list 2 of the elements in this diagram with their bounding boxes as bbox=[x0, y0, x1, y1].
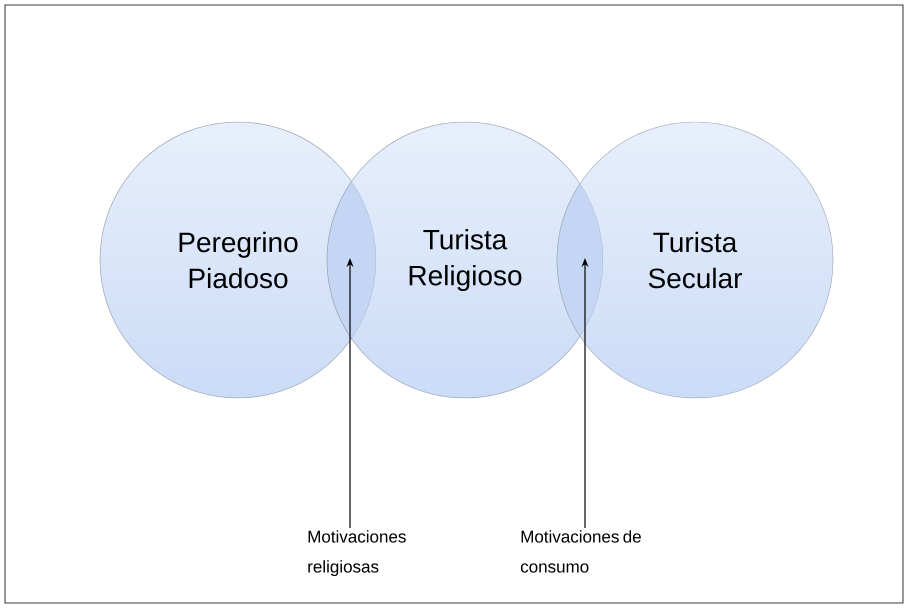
leader-label: Motivaciones de consumo bbox=[520, 530, 641, 573]
leader-label: Motivaciones religiosas bbox=[308, 530, 406, 576]
